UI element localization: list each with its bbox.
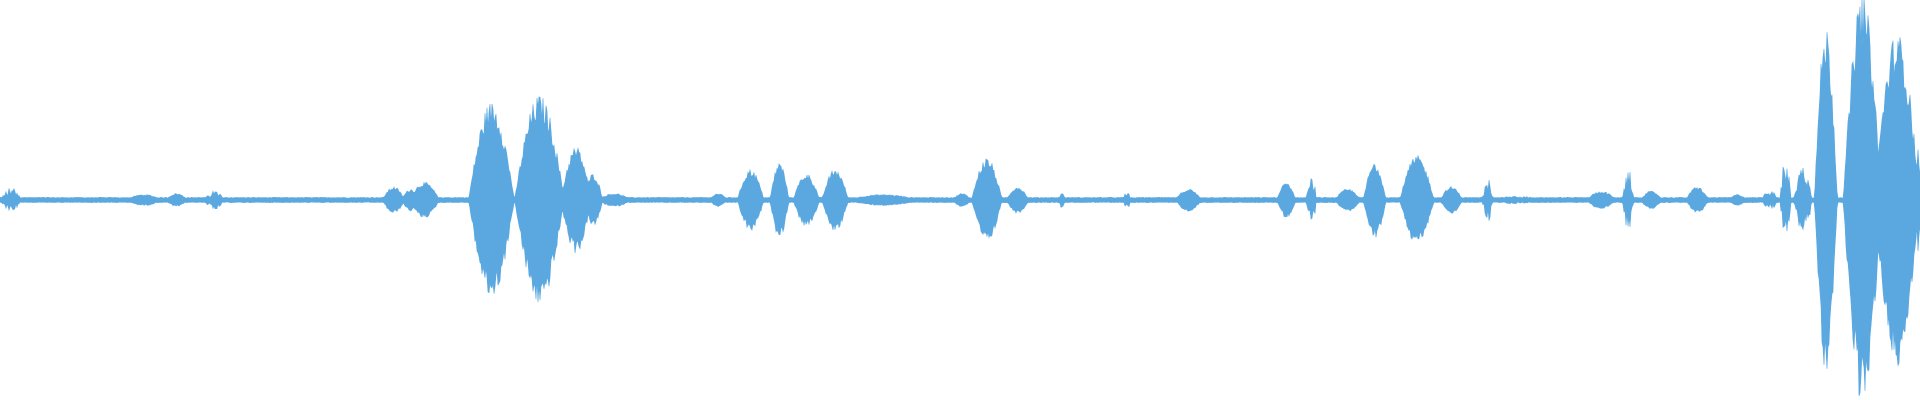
audio-waveform	[0, 0, 1920, 397]
waveform-path	[0, 0, 1920, 397]
waveform-canvas	[0, 0, 1920, 397]
